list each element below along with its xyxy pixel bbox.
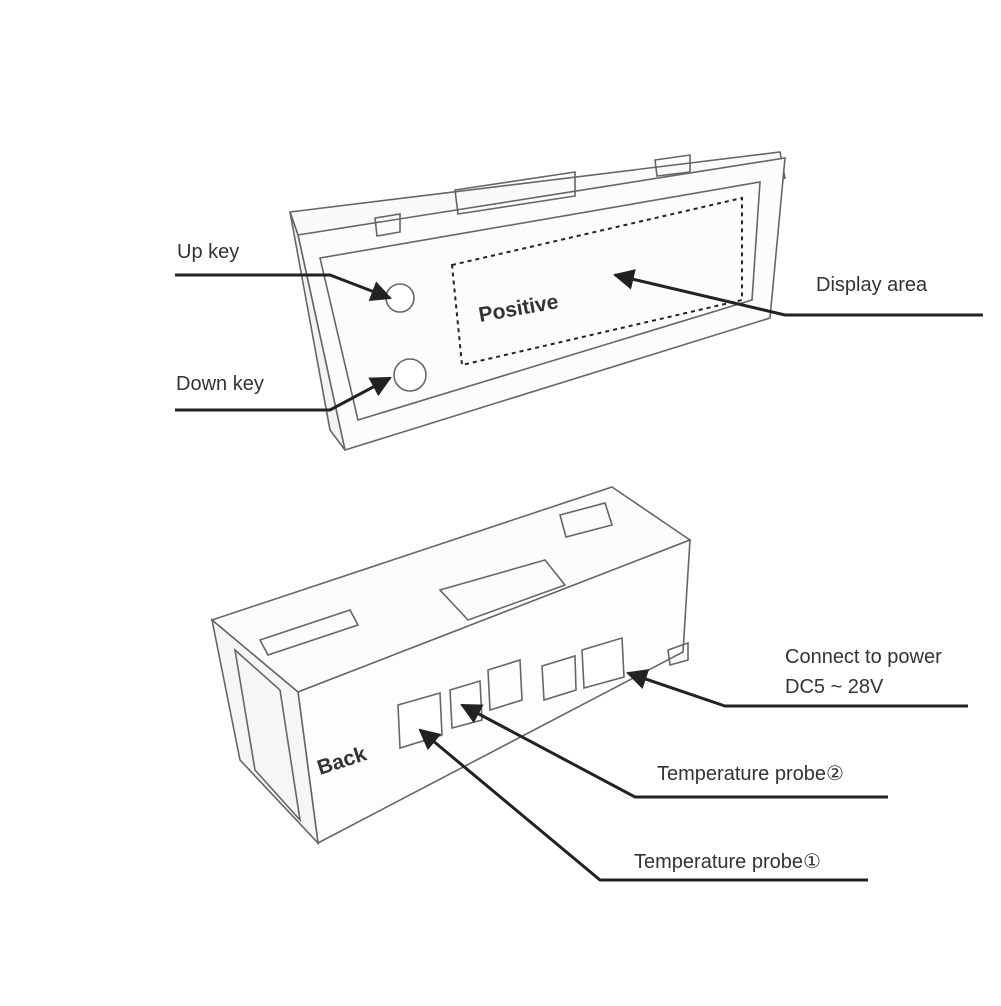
probe1-leader [418,728,868,882]
up-key-label: Up key [177,241,240,263]
down-key-leader [175,376,392,412]
up-key-button [385,283,415,313]
display-window [450,196,743,367]
leader-lines [175,269,983,882]
probe2-socket [449,679,483,730]
up-key-leader [175,273,392,302]
power-socket [581,636,625,690]
power-label-line2: DC5 ~ 28V [785,676,884,698]
back-view [210,486,692,846]
probe2-leader [460,703,888,799]
display-area-label: Display area [816,274,928,296]
down-key-button [393,358,427,392]
power-leader [626,669,968,708]
down-key-label: Down key [176,373,264,395]
power-label-line1: Connect to power [785,646,942,668]
probe2-label: Temperature probe② [657,763,844,785]
probe1-label: Temperature probe① [634,851,821,873]
display-leader [612,269,983,317]
